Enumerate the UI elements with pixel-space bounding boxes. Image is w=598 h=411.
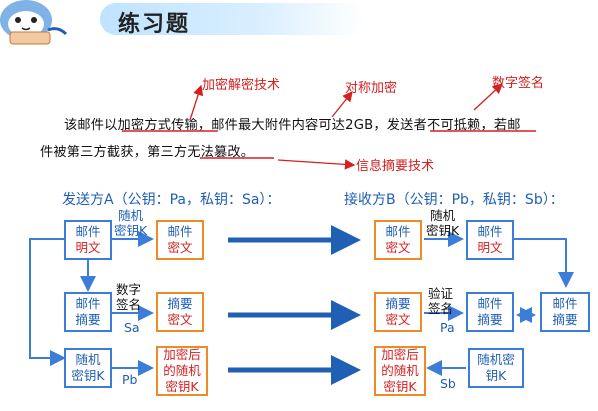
sender-header: 发送方A（公钥：Pa，私钥：Sa）： xyxy=(62,192,281,208)
sender-random-key-label: 随机 密钥K xyxy=(114,208,147,238)
box-line: 摘要 xyxy=(552,312,578,327)
box-line: 明文 xyxy=(477,240,503,255)
box-line: 邮件 xyxy=(477,224,503,239)
box-line: 邮件 xyxy=(552,296,578,311)
box-line: 随机密 xyxy=(477,352,515,367)
receiver-sb-label: Sb xyxy=(440,376,456,391)
receiver-encrypted-key-box: 加密后 的随机 密钥K xyxy=(374,346,426,396)
box-line: 加密后 xyxy=(163,347,201,362)
label-line: 数字 xyxy=(116,282,142,297)
receiver-random-key-label: 随机 密钥K xyxy=(426,208,459,238)
annotation-decrypt-tech: 加密解密技术 xyxy=(202,78,281,93)
sender-encrypted-key-box: 加密后 的随机 密钥K xyxy=(156,346,208,396)
box-line: 密钥K xyxy=(71,368,105,383)
label-line: 密钥K xyxy=(114,223,148,238)
box-line: 的随机 xyxy=(163,363,201,378)
cat-mascot-icon xyxy=(0,0,68,45)
sender-cipher-box: 邮件 密文 xyxy=(156,220,204,260)
annotation-symmetric: 对称加密 xyxy=(345,81,398,96)
receiver-computed-digest-box: 邮件 摘要 xyxy=(540,292,590,332)
box-line: 的随机 xyxy=(381,363,419,378)
label-line: 随机 xyxy=(118,208,144,223)
sender-random-key-box: 随机 密钥K xyxy=(64,348,112,388)
box-line: 邮件 xyxy=(167,224,193,239)
box-line: 加密后 xyxy=(381,347,419,362)
box-line: 邮件 xyxy=(385,224,411,239)
box-line: 摘要 xyxy=(477,312,503,327)
box-line: 钥K xyxy=(485,368,507,383)
receiver-header: 接收方B（公钥：Pb，私钥：Sb）： xyxy=(344,192,564,208)
box-line: 密文 xyxy=(167,240,193,255)
box-line: 密文 xyxy=(385,240,411,255)
box-line: 摘要 xyxy=(385,296,411,311)
label-line: 签名 xyxy=(116,297,142,312)
box-line: 密钥K xyxy=(165,379,199,394)
box-line: 邮件 xyxy=(75,296,101,311)
page-title: 练习题 xyxy=(118,12,191,37)
question-line-1: 该邮件以加密方式传输，邮件最大附件内容可达2GB，发送者不可抵赖，若邮 xyxy=(64,118,521,133)
sender-pb-label: Pb xyxy=(122,372,138,387)
box-line: 明文 xyxy=(75,240,101,255)
receiver-digest-box: 邮件 摘要 xyxy=(466,292,514,332)
question-line-2: 件被第三方截获，第三方无法篡改。 xyxy=(40,145,255,160)
receiver-cipher-box: 邮件 密文 xyxy=(374,220,422,260)
label-line: 验证 xyxy=(428,286,454,301)
sender-plain-box: 邮件 明文 xyxy=(64,220,112,260)
sender-digest-box: 邮件 摘要 xyxy=(64,292,112,332)
box-line: 密文 xyxy=(385,312,411,327)
sender-sa-label: Sa xyxy=(124,320,140,335)
receiver-verify-label: 验证 签名 xyxy=(428,286,453,316)
receiver-digest-cipher-box: 摘要 密文 xyxy=(374,292,422,332)
box-line: 邮件 xyxy=(75,224,101,239)
annotation-digest-tech: 信息摘要技术 xyxy=(356,159,435,174)
box-line: 随机 xyxy=(75,352,101,367)
label-line: 密钥K xyxy=(426,223,460,238)
sender-signature-label: 数字 签名 xyxy=(116,282,141,312)
sender-digest-cipher-box: 摘要 密文 xyxy=(156,292,204,332)
box-line: 邮件 xyxy=(477,296,503,311)
title-banner xyxy=(100,3,365,35)
receiver-random-key-box: 随机密 钥K xyxy=(468,348,524,388)
receiver-plain-box: 邮件 明文 xyxy=(466,220,514,260)
box-line: 摘要 xyxy=(75,312,101,327)
box-line: 密文 xyxy=(167,312,193,327)
box-line: 密钥K xyxy=(383,379,417,394)
label-line: 签名 xyxy=(428,301,454,316)
box-line: 摘要 xyxy=(167,296,193,311)
annotation-signature: 数字签名 xyxy=(492,76,545,91)
label-line: 随机 xyxy=(430,208,456,223)
receiver-pa-label: Pa xyxy=(440,320,455,335)
